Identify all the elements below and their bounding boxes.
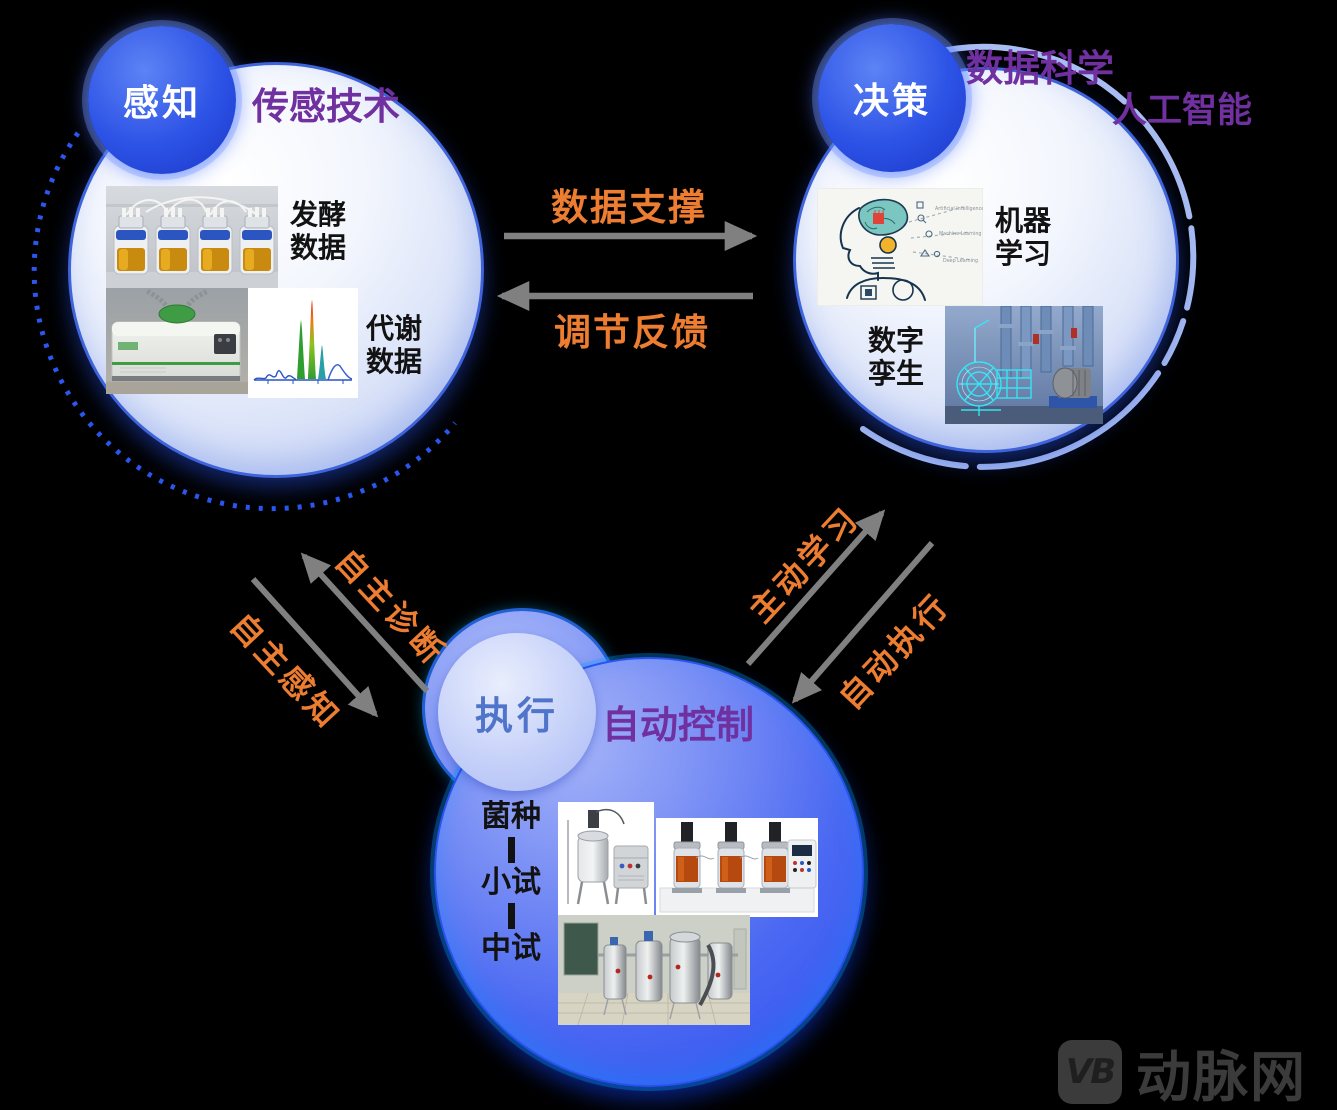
digital-twin-photo xyxy=(945,306,1103,424)
stage-pilot-test: 中试 xyxy=(481,931,541,966)
stage-divider xyxy=(507,837,515,863)
auto-control-label: 自动控制 xyxy=(602,703,755,747)
machine-learning-label: 机器 学习 xyxy=(995,204,1052,270)
watermark: VB 动脉网 xyxy=(1058,1032,1307,1110)
metabolite-spectrum-chart xyxy=(248,288,358,398)
fermentation-data-label: 发酵 数据 xyxy=(290,198,347,264)
auto-execute-label: 自动执行 xyxy=(831,585,958,717)
auto-diagnose-label: 自主诊断 xyxy=(327,541,454,673)
stage-divider xyxy=(507,903,515,929)
feedback-label: 调节反馈 xyxy=(554,311,710,354)
data-science-label: 数据科学 xyxy=(966,47,1114,90)
data-support-label: 数据支撑 xyxy=(551,186,707,229)
illustration-caption-ml: Machine Learning xyxy=(939,231,981,237)
active-learning-label: 主动学习 xyxy=(741,498,868,630)
seed-reactor-photo xyxy=(558,802,654,915)
pilot-plant-photo xyxy=(558,915,750,1025)
illustration-caption-dl: Deep Learning xyxy=(943,258,978,264)
auto-sense-label: 自主感知 xyxy=(222,605,349,737)
metabolite-data-label: 代谢 数据 xyxy=(366,312,423,378)
watermark-logo-icon: VB xyxy=(1058,1040,1122,1104)
illustration-caption-ai: Artificial Intelligence xyxy=(935,206,983,212)
digital-twin-label: 数字 孪生 xyxy=(868,324,925,390)
parallel-bioreactors-photo xyxy=(656,818,818,917)
execution-badge-label: 执行 xyxy=(474,693,559,738)
artificial-intelligence-label: 人工智能 xyxy=(1112,91,1253,131)
stage-lab-test: 小试 xyxy=(481,865,541,900)
decision-badge: 决策 xyxy=(818,24,966,172)
perception-field-label: 传感技术 xyxy=(252,85,400,128)
mass-spectrometer-photo xyxy=(106,288,248,394)
fermentation-reactors-photo xyxy=(106,186,278,290)
perception-badge: 感知 xyxy=(88,26,236,174)
execution-badge: 执行 xyxy=(438,633,596,791)
stage-strain: 菌种 xyxy=(481,799,541,834)
ai-brain-illustration: Artificial Intelligence Machine Learning… xyxy=(817,188,983,306)
stage-column: 菌种 小试 中试 xyxy=(478,800,544,966)
decision-badge-label: 决策 xyxy=(852,81,931,122)
watermark-name: 动脉网 xyxy=(1136,1045,1308,1109)
perception-badge-label: 感知 xyxy=(122,83,201,124)
